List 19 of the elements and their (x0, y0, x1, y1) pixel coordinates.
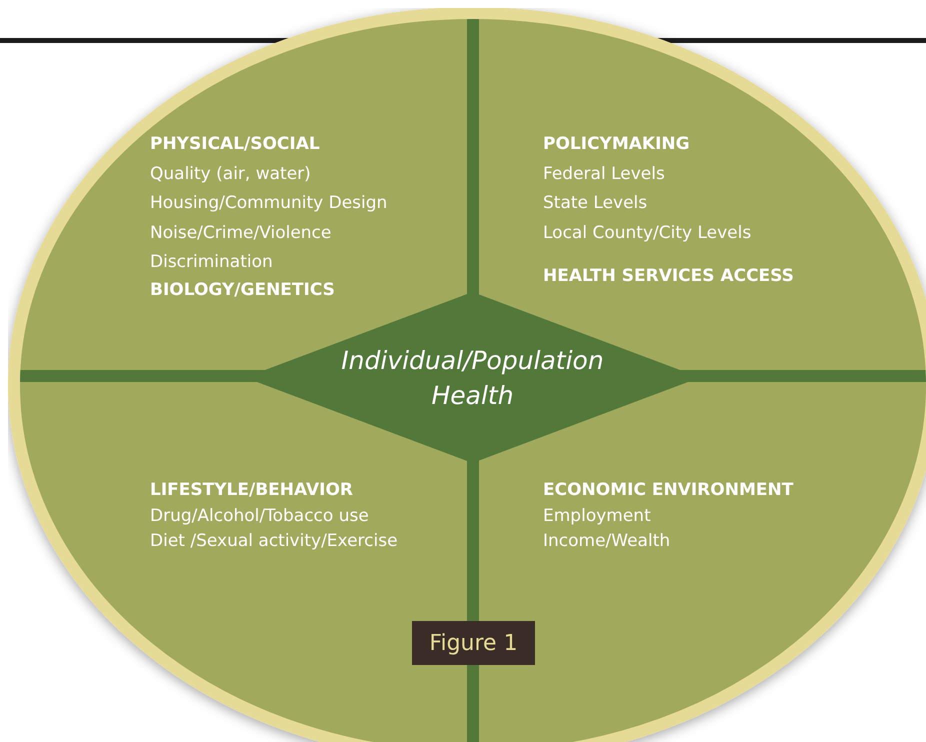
category-heading: BIOLOGY/GENETICS (150, 279, 335, 302)
factor-item: Discrimination (150, 251, 274, 274)
factor-item: Housing/Community Design (150, 192, 388, 215)
category-heading: LIFESTYLE/BEHAVIOR (150, 479, 354, 502)
category-heading: POLICYMAKING (543, 133, 691, 156)
figure-caption: Figure 1 (412, 621, 535, 665)
category-heading: ECONOMIC ENVIRONMENT (543, 479, 794, 502)
factor-item: Federal Levels (543, 162, 666, 186)
category-heading: HEALTH SERVICES ACCESS (543, 265, 794, 288)
factor-item: State Levels (543, 192, 648, 215)
factor-item: Local County/City Levels (543, 222, 752, 244)
factor-item: Noise/Crime/Violence (150, 222, 332, 244)
factor-item: Quality (air, water) (150, 162, 312, 186)
center-label: Individual/Population Health (340, 344, 605, 412)
factor-item: Employment (543, 504, 652, 528)
factor-item: Income/Wealth (543, 530, 672, 553)
factor-item: Drug/Alcohol/Tobacco use (150, 504, 370, 528)
category-heading: PHYSICAL/SOCIAL (150, 133, 321, 156)
factor-item: Diet /Sexual activity/Exercise (150, 530, 398, 553)
